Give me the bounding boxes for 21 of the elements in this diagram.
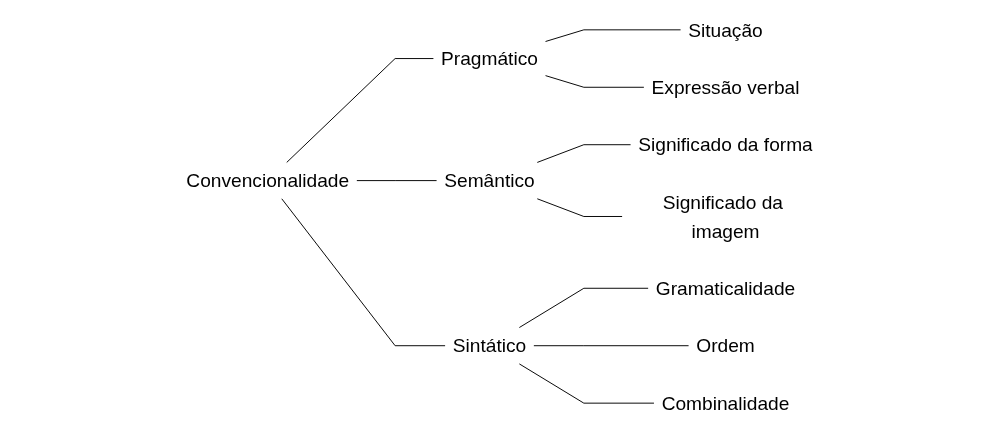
connector [285,58,434,163]
node-text: Gramaticalidade [655,277,795,299]
connector [518,363,655,404]
connector [536,198,623,217]
connector [356,180,437,182]
connector [536,144,631,163]
node-text: Sintático [452,335,526,357]
connector [544,75,645,88]
node-text: Convencionalidade [186,170,349,192]
connector [281,198,446,347]
node-text: Semântico [443,170,535,192]
node-text: Significado da imagem [662,191,783,242]
node-text: Situação [687,19,763,41]
node-text: Ordem [695,335,755,357]
connector [518,287,649,328]
connector [533,345,689,347]
node-text: Pragmático [440,48,538,70]
node-text: Expressão verbal [651,76,800,98]
node-text: Significado da forma [637,134,813,156]
node-text: Combinalidade [661,392,790,414]
connector [544,29,681,42]
